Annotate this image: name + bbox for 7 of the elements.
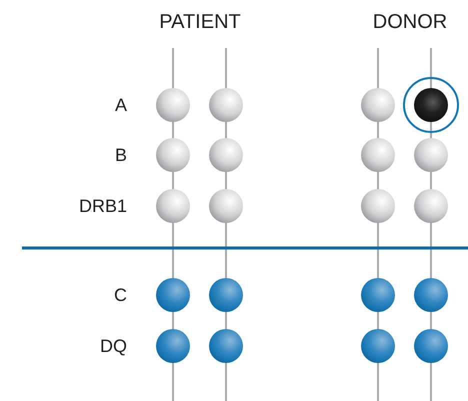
column-heading: PATIENT [159,12,241,32]
gene-label: DQ [100,337,127,355]
gene-label: DRB1 [78,197,127,215]
gene-label: A [114,96,127,114]
column-heading: DONOR [372,12,448,32]
gene-label: C [114,286,127,304]
gene-label: B [114,146,127,164]
